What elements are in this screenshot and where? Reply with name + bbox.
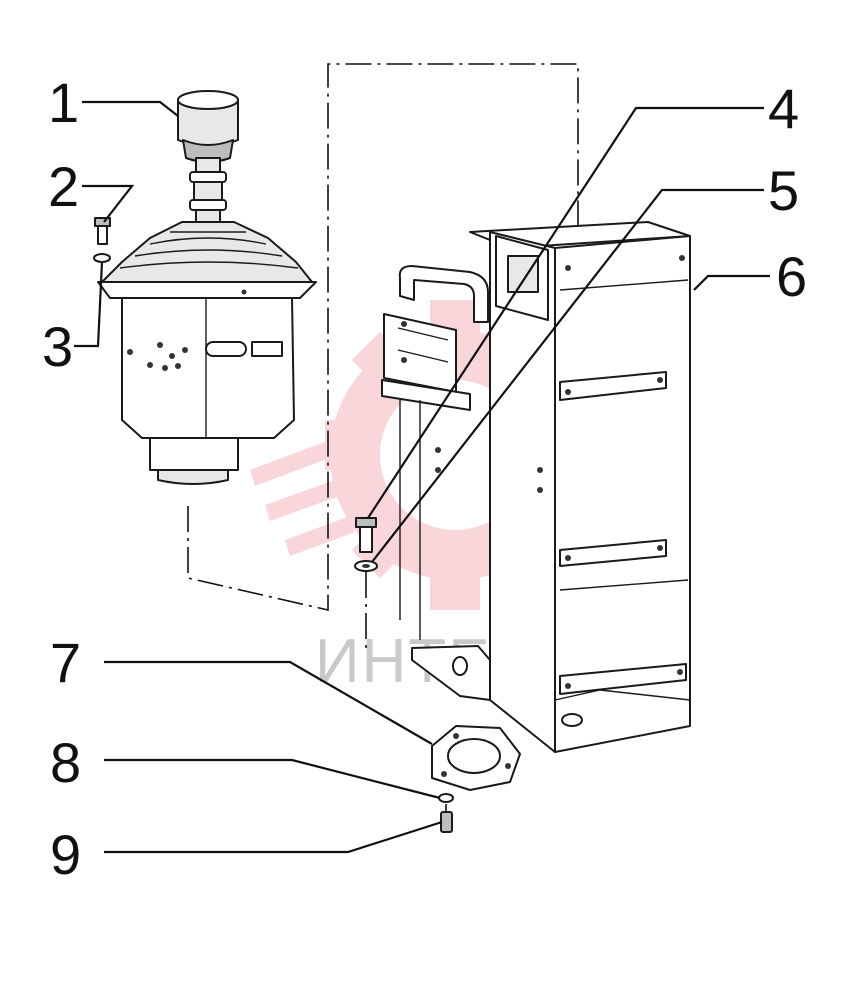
assembly-lines: [187, 63, 579, 812]
callout-7: 7: [50, 631, 81, 694]
leader-lines: [74, 100, 770, 854]
console-box: [381, 221, 691, 753]
washer-part-3: [93, 253, 111, 263]
callout-5: 5: [768, 159, 799, 222]
callout-6: 6: [776, 245, 807, 308]
washer-part-5: [354, 560, 378, 572]
screw-part-2: [94, 217, 111, 245]
callout-4: 4: [768, 77, 799, 140]
callout-2: 2: [48, 155, 79, 218]
callout-9: 9: [50, 823, 81, 886]
screw-part-9: [440, 811, 453, 833]
callout-labels: 1 2 3 4 5 6 7 8 9: [42, 71, 807, 886]
callout-3: 3: [42, 315, 73, 378]
callout-1: 1: [48, 71, 79, 134]
washer-part-8: [438, 793, 454, 803]
joystick-assembly: [97, 90, 317, 485]
bolt-part-4: [355, 517, 377, 553]
callout-8: 8: [50, 731, 81, 794]
mounting-ring-part-7: [431, 725, 521, 791]
